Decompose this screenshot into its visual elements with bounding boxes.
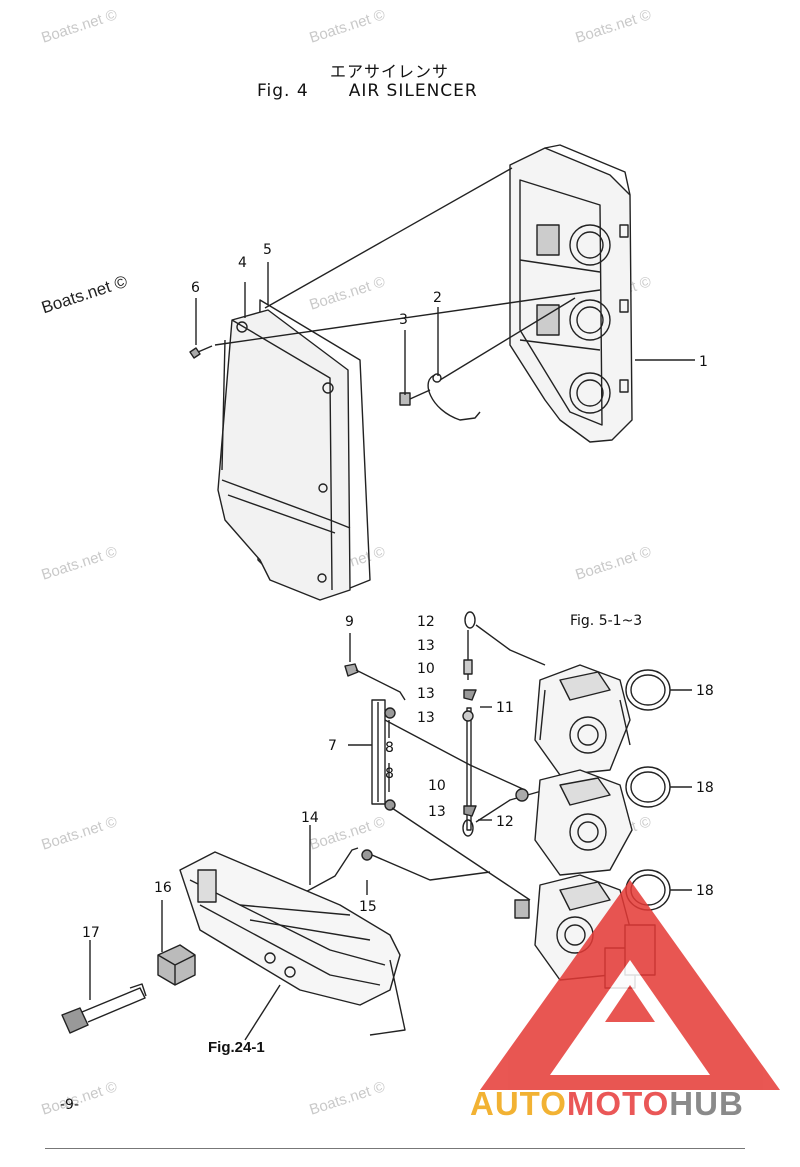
callout-4: 4 [238,255,247,271]
callout-1: 1 [699,354,708,370]
callout-17: 17 [82,925,100,941]
callout-5: 5 [263,242,272,258]
callout-13b: 13 [417,686,435,702]
carburetor-upper [534,664,631,776]
callout-18: 18 [696,683,714,699]
pin-17 [61,983,147,1034]
link-rod-10 [384,611,546,901]
callout-16: 16 [154,880,172,896]
gasket-18-middle [625,766,671,808]
figure-ref-bracket: Fig.24-1 [208,1039,265,1056]
callout-10b: 10 [428,778,446,794]
title-japanese: エアサイレンサ [330,62,450,81]
automotohub-logo: AUTOMOTOHUB [470,1085,744,1123]
logo-moto: MOTO [566,1085,670,1122]
carburetor-middle [515,769,633,876]
silencer-base-plate [509,144,633,443]
figure-title: Fig. 4 AIR SILENCER [257,81,478,101]
callout-8b: 8 [385,766,394,782]
gasket-18-upper [625,669,671,711]
callout-8: 8 [385,740,394,756]
callout-15: 15 [359,899,377,915]
hose-clip-2 [427,373,481,421]
figure-number: Fig. 4 [257,81,309,101]
callout-2: 2 [433,290,442,306]
logo-auto: AUTO [470,1085,567,1122]
callout-13d: 13 [428,804,446,820]
callout-18b: 18 [696,780,714,796]
screw-6 [189,345,213,359]
figure-ref-carburetor: Fig. 5-1~3 [570,613,642,629]
callout-14: 14 [301,810,319,826]
bracket-frame [179,851,406,1036]
link-14 [299,847,491,896]
link-rod-7 [371,699,386,805]
page-number: -9- [60,1097,80,1113]
callout-18c: 18 [696,883,714,899]
callout-10: 10 [417,661,435,677]
callout-13c: 13 [417,710,435,726]
callout-7: 7 [328,738,337,754]
callout-9: 9 [345,614,354,630]
callout-3: 3 [399,312,408,328]
silencer-cover [217,299,371,601]
callout-12b: 12 [496,814,514,830]
nut-9 [344,663,406,701]
automotohub-logo-icon [480,880,780,1090]
figure-name: AIR SILENCER [348,81,478,101]
callout-13: 13 [417,638,435,654]
callout-11: 11 [496,700,514,716]
block-16 [157,944,196,986]
callout-6: 6 [191,280,200,296]
callout-labels: 1 2 3 4 5 6 7 8 8 9 10 10 11 12 12 13 13… [82,242,714,1056]
page-baseline [45,1148,745,1149]
logo-hub: HUB [669,1085,744,1122]
callout-12: 12 [417,614,435,630]
